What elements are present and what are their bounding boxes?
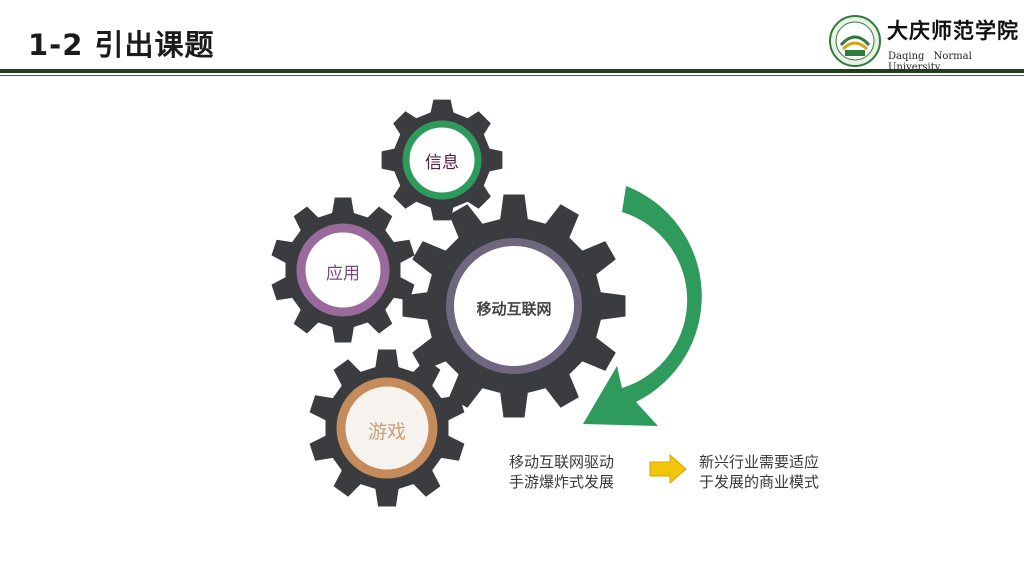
gear-label-mobile: 移动互联网	[476, 300, 551, 318]
gear-info-ring	[402, 120, 482, 200]
gear-mobile	[402, 194, 626, 418]
university-name-en: Daqing Normal University	[888, 51, 972, 73]
caption-left-line: 移动互联网驱动	[509, 453, 615, 471]
header-rule-thin	[0, 75, 1024, 76]
gear-label-game: 游戏	[368, 421, 406, 443]
gear-game	[309, 349, 465, 507]
gear-app-ring	[296, 223, 390, 317]
caption-right: 新兴行业需要适应 于发展的商业模式	[699, 452, 819, 492]
caption-right-line: 于发展的商业模式	[699, 473, 820, 491]
gear-label-app: 应用	[326, 264, 360, 284]
page-title: 1-2 引出课题	[28, 28, 215, 62]
university-emblem-icon	[829, 15, 881, 67]
caption-right-line: 新兴行业需要适应	[699, 453, 820, 471]
gear-mobile-ring	[446, 238, 582, 374]
curved-arrow	[583, 186, 702, 426]
small-arrow	[649, 453, 687, 485]
gear-game-ring	[336, 377, 438, 479]
gear-app	[271, 197, 415, 343]
caption-left-line: 手游爆炸式发展	[509, 473, 615, 491]
university-logo: 大庆师范学院 Daqing Normal University	[829, 13, 1019, 73]
caption-left: 移动互联网驱动 手游爆炸式发展	[509, 452, 614, 492]
university-name-cn: 大庆师范学院	[887, 18, 1019, 43]
header-rule	[0, 69, 1024, 73]
gear-info	[381, 99, 503, 221]
gear-label-info: 信息	[425, 153, 459, 173]
